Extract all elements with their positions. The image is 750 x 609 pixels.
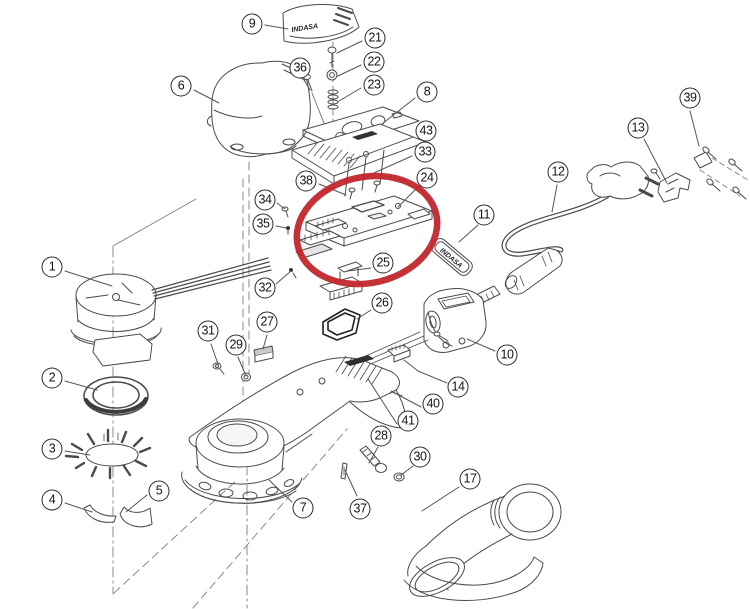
part-23-spring: [327, 89, 339, 110]
part-4-brake-shoe: [83, 504, 117, 523]
callout-35: 35: [252, 213, 274, 235]
part-28-screw: [359, 445, 387, 473]
part-10-motor-cover: [351, 288, 487, 371]
callout-3: 3: [41, 438, 63, 460]
callout-37: 37: [349, 498, 371, 520]
callout-34: 34: [254, 189, 276, 211]
part-29-nut: [241, 372, 251, 382]
part-31-screw: [212, 362, 225, 375]
callout-33: 33: [414, 141, 436, 163]
callout-30: 30: [409, 446, 431, 468]
callout-23: 23: [363, 74, 385, 96]
part-14-connector-block: [387, 331, 449, 363]
part-3-fan: [64, 428, 152, 480]
callout-38: 38: [295, 170, 317, 192]
part-9-top-cover: INDASA: [282, 3, 360, 44]
callout-26: 26: [371, 292, 393, 314]
callout-21: 21: [364, 27, 386, 49]
callout-13: 13: [627, 117, 649, 139]
callout-4: 4: [41, 489, 63, 511]
callout-25: 25: [372, 252, 394, 274]
part-2-seal-ring: [83, 376, 149, 416]
part-35-pin: [286, 226, 290, 235]
callout-27: 27: [256, 311, 278, 333]
part-22-nut: [326, 69, 338, 81]
callout-41: 41: [397, 410, 419, 432]
callout-11: 11: [473, 204, 495, 226]
part-27-pad: [253, 345, 274, 363]
callout-7: 7: [292, 497, 314, 519]
part-7-pad-base: [181, 418, 313, 504]
part-13-cord-clamp: [650, 168, 691, 203]
brand-text-cover: INDASA: [291, 23, 319, 34]
callout-1: 1: [41, 256, 63, 278]
callout-12: 12: [547, 161, 569, 183]
part-17-dust-nozzle: [403, 483, 562, 601]
callout-39: 39: [679, 87, 701, 109]
part-26-gasket: [322, 308, 361, 341]
callout-29: 29: [225, 334, 247, 356]
part-32-screw: [289, 268, 297, 279]
part-12-power-cord: [446, 161, 660, 310]
callout-31: 31: [197, 320, 219, 342]
callout-28: 28: [370, 425, 392, 447]
part-25-circuit-board: [295, 180, 433, 301]
part-21-screw: [327, 46, 337, 68]
part-39-screws: [693, 146, 749, 200]
callout-22: 22: [363, 51, 385, 73]
callout-5: 5: [148, 480, 170, 502]
callout-6: 6: [170, 75, 192, 97]
housing-top-half: [291, 123, 427, 197]
callout-24: 24: [416, 167, 438, 189]
callout-10: 10: [496, 344, 518, 366]
part-37-pin: [340, 462, 348, 480]
callout-32: 32: [254, 277, 276, 299]
callout-9: 9: [241, 13, 263, 35]
callout-17: 17: [459, 468, 481, 490]
callout-43: 43: [415, 120, 437, 142]
leader-lines: [64, 24, 700, 513]
part-1-motor: [70, 257, 272, 367]
callout-36: 36: [289, 57, 311, 79]
callout-40: 40: [422, 393, 444, 415]
callout-8: 8: [416, 81, 438, 103]
callout-2: 2: [41, 367, 63, 389]
callout-14: 14: [447, 376, 469, 398]
highlight-ellipse: [293, 172, 441, 288]
part-5-brake-shoe: [119, 506, 153, 528]
